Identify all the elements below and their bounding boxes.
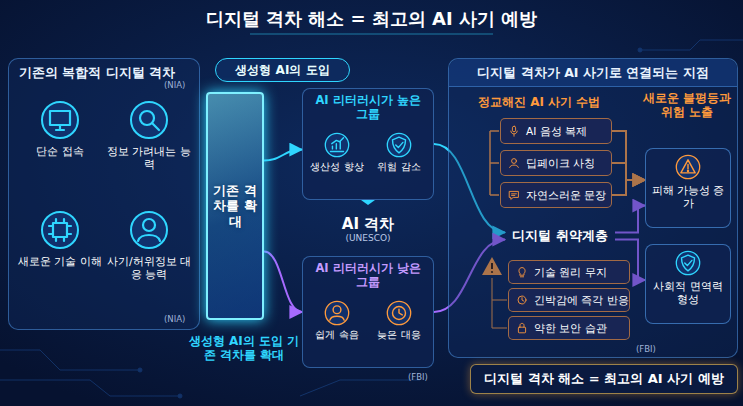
node-text: 기존 격차를 확대 [212,183,258,230]
effect-item: 위험 감소 [370,132,428,194]
icon-monitor [40,100,80,140]
icon-person [506,155,522,171]
icon-person [129,210,169,250]
icon-alert [675,154,701,180]
node-text: 디지털 격차가 AI 사기로 연결되는 지점 [449,59,737,87]
icon-lock [514,320,530,336]
connector [264,150,302,161]
group-box: AI 리터러시가 높은 그룹생산성 향상 위험 감소 [302,88,434,200]
source-note: (FBI) [408,372,428,382]
risk-box: 사회적 면역력 형성 [645,244,731,324]
node-text: 늦은 대응 [377,329,420,341]
node-text: 피해 가능성 증가 [649,184,727,209]
node-text: 생성형 AI의 도입 [235,63,329,77]
section-pill: 생성형 AI의 도입 [215,58,350,82]
icon-search [129,100,169,140]
node-text: 디지털 취약계층 [512,228,608,244]
node-text: AI 격차 [342,215,394,233]
group-heading: 새로운 불평등과 위험 노출 [638,92,736,120]
icon-chat [506,187,522,203]
source-note: (NIA) [164,80,185,90]
circuit-lines [0,40,743,398]
method-item: 자연스러운 문장 [500,182,612,208]
node-text: 위험 감소 [377,161,420,173]
effect-item: 늦은 대응 [370,300,428,362]
node-text: AI 리터러시가 높은 그룹 [303,89,433,127]
source-note: (NIA) [164,314,185,324]
down-triangle [361,200,375,205]
node-text: 단순 접속 [36,145,84,158]
gap-tile: 새로운 기술 이해 [18,210,102,310]
node-text: 정보 가려내는 능력 [106,145,192,171]
icon-person [324,300,350,326]
node-text: 자연스러운 문장 [526,189,606,202]
glass-panel: 기존 격차를 확대 [206,92,264,320]
title-underline [250,34,493,35]
group-box: AI 리터러시가 낮은 그룹쉽게 속음 늦은 대응 [302,256,434,368]
node-text: 디지털 격차 해소 = 최고의 AI 사기 예방 [484,371,723,387]
node-text: 생산성 향상 [310,161,363,173]
icon-clock [514,292,530,308]
method-item: 딥페이크 사칭 [500,150,612,176]
node-text: 새로운 기술 이해 [18,255,102,268]
gap-panel: 기존의 복합적 디지털 격차단순 접속정보 가려내는 능력새로운 기술 이해사기… [8,58,200,330]
node-text: AI 리터러시가 낮은 그룹 [303,257,433,295]
node-text: 약한 보안 습관 [534,322,607,335]
node-text: 사회적 면역력 형성 [649,280,727,305]
node-text: 딥페이크 사칭 [526,157,595,170]
weakness-item: 긴박감에 즉각 반응 [508,288,630,312]
gap-tile: 사기/허위정보 대응 능력 [106,210,192,310]
icon-bulb [514,264,530,280]
group-heading: 정교해진 AI 사기 수법 [478,95,600,109]
icon-shield [386,132,412,158]
vulnerable-group: 디지털 취약계층 [505,224,615,248]
icon-shield [675,250,701,276]
icon-chart [324,132,350,158]
risk-box: 피해 가능성 증가 [645,148,731,228]
gap-tile: 정보 가려내는 능력 [106,100,192,200]
source-note: (FBI) [636,344,656,354]
node-text: 긴박감에 즉각 반응 [534,294,629,307]
weakness-item: 기술 원리 무지 [508,260,630,284]
icon-mic [506,123,522,139]
source-note: (UNESCO) [345,233,390,244]
icon-chip [40,210,80,250]
conclusion-banner: 디지털 격차 해소 = 최고의 AI 사기 예방 [470,364,738,394]
gap-tile: 단순 접속 [18,100,102,200]
node-text: AI 음성 복제 [526,125,587,138]
node-text: 쉽게 속음 [315,329,358,341]
node-text: 사기/허위정보 대응 능력 [106,255,192,281]
glass-caption: 생성형 AI의 도입 기존 격차를 확대 [188,334,300,363]
effect-item: 생산성 향상 [308,132,366,194]
effect-item: 쉽게 속음 [308,300,366,362]
page-title: 디지털 격차 해소 = 최고의 AI 사기 예방 [0,8,743,30]
icon-clock [386,300,412,326]
ai-gap-box: AI 격차(UNESCO) [302,207,434,251]
node-text: 기술 원리 무지 [534,266,607,279]
connector [264,252,302,312]
method-item: AI 음성 복제 [500,118,612,144]
weakness-item: 약한 보안 습관 [508,316,630,340]
